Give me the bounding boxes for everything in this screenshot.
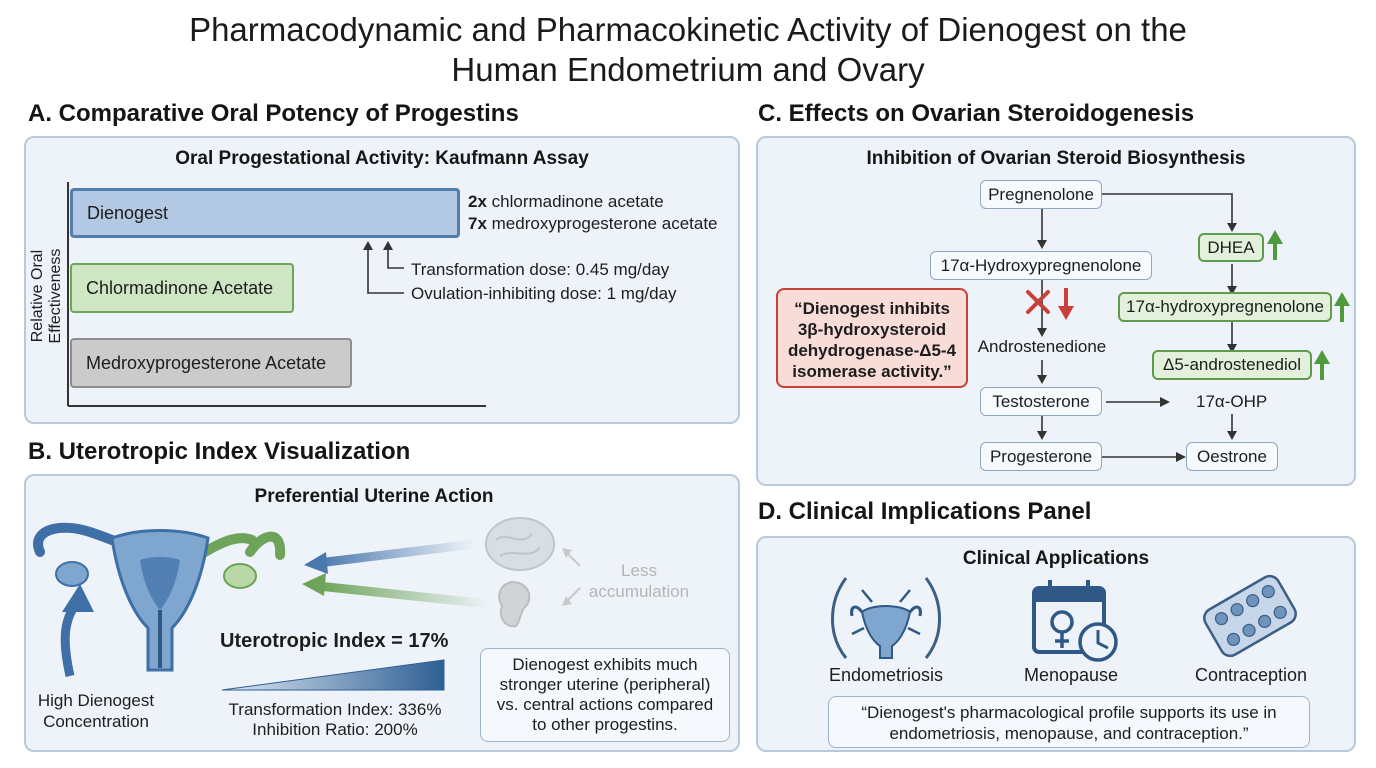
clinical-item-contraception: Contraception [1194,665,1308,685]
transformation-dose-arrowhead [383,241,393,250]
inhibition-ratio: Inhibition Ratio: 200% [252,720,418,739]
pill-pack-icon [1203,574,1297,658]
comparison-medroxyprogesterone: 7x medroxyprogesterone acetate [468,214,718,234]
section-c-heading: C. Effects on Ovarian Steroidogenesis [758,100,1195,127]
inhibition-quote-box: “Dienogest inhibits 3β-hydroxysteroid de… [776,288,968,388]
bar-dienogest: Dienogest [70,188,460,238]
uterotropic-ramp [221,659,445,691]
section-a-heading: A. Comparative Oral Potency of Progestin… [28,100,519,127]
bar-chlormadinone: Chlormadinone Acetate [70,263,294,313]
note-line3: vs. central actions compared [496,695,714,714]
note-line2: stronger uterine (peripheral) [499,675,711,694]
clinical-summary-box: “Dienogest's pharmacological profile sup… [828,696,1310,748]
clinical-item-endometriosis: Endometriosis [828,665,944,685]
high-line1: High Dienogest [37,691,155,710]
node-hydroxypregnenolone: 17α-Hydroxypregnenolone [930,251,1152,280]
node-oestrone: Oestrone [1186,442,1278,471]
high-concentration-text: High Dienogest Concentration [28,690,164,732]
comparison2-text: medroxyprogesterone acetate [486,214,718,233]
less-line1: Less [621,561,657,580]
transformation-dose: Transformation dose: 0.45 mg/day [411,260,670,279]
node-ohp: 17α-OHP [1196,392,1268,411]
comparison1-factor: 2x [468,192,487,211]
summary-line1: “Dienogest's pharmacological profile sup… [861,703,1277,722]
node-androstenedione: Androstenedione [977,337,1107,356]
quote-line4: isomerase activity.” [792,362,952,381]
high-concentration-arrowhead [62,584,94,612]
main-title: Pharmacodynamic and Pharmacokinetic Acti… [0,10,1376,90]
inhibition-x-icon [1026,290,1050,314]
brain-icon [485,517,555,571]
comparison2-factor: 7x [468,214,487,233]
increase-arrow-hydroxypregnenolone-icon [1334,292,1350,322]
pituitary-arrow [317,581,491,609]
index-values: Transformation Index: 336% Inhibition Ra… [212,700,458,740]
main-title-line2: Human Endometrium and Ovary [451,51,925,88]
bar-dienogest-label: Dienogest [87,202,169,223]
ovulation-dose-pointer [367,244,404,294]
quote-line1: “Dienogest inhibits [794,299,950,318]
panel-b-title: Preferential Uterine Action [254,486,494,507]
node-progesterone: Progesterone [980,442,1102,471]
less-accumulation-text: Less accumulation [584,560,694,602]
less-line2: accumulation [588,582,690,601]
node-testosterone: Testosterone [980,387,1102,416]
note-line4: to other progestins. [532,715,678,734]
high-line2: Concentration [43,712,149,731]
bar-medroxyprogesterone: Medroxyprogesterone Acetate [70,338,352,388]
bar-chlormadinone-label: Chlormadinone Acetate [86,277,274,298]
note-line1: Dienogest exhibits much [512,655,698,674]
node-dhea: DHEA [1198,233,1264,262]
brain-arrow [317,539,476,568]
transformation-dose-pointer [387,244,404,269]
main-title-line1: Pharmacodynamic and Pharmacokinetic Acti… [189,11,1187,48]
pituitary-arrowhead [302,573,326,596]
uterus-icon [831,577,941,659]
panel-c-title: Inhibition of Ovarian Steroid Biosynthes… [866,148,1246,169]
panel-d-title: Clinical Applications [962,548,1150,569]
node-hydroxypregnenolone-green: 17α-hydroxypregnenolone [1118,292,1332,322]
quote-line2: 3β-hydroxysteroid [797,320,947,339]
uterotropic-index: Uterotropic Index = 17% [220,630,449,652]
ovulation-dose: Ovulation-inhibiting dose: 1 mg/day [411,284,677,303]
increase-arrow-dhea-icon [1267,230,1283,260]
ovulation-dose-arrowhead [363,241,373,250]
uterus-icon [33,522,286,672]
quote-line3: dehydrogenase-Δ5-4 [787,341,957,360]
clinical-item-menopause: Menopause [1023,665,1119,685]
decrease-arrow-icon [1058,288,1074,320]
node-androstenediol: Δ5-androstenediol [1152,350,1312,380]
summary-line2: endometriosis, menopause, and contracept… [889,724,1249,743]
transformation-index: Transformation Index: 336% [228,700,442,719]
comparison1-text: chlormadinone acetate [486,192,664,211]
increase-arrow-androstenediol-icon [1314,350,1330,380]
panel-a-title: Oral Progestational Activity: Kaufmann A… [175,148,589,169]
node-pregnenolone: Pregnenolone [980,180,1102,209]
section-b-heading: B. Uterotropic Index Visualization [28,438,411,465]
uterine-action-note: Dienogest exhibits much stronger uterine… [480,648,730,742]
calendar-clock-icon [1032,580,1118,662]
comparison-chlormadinone: 2x chlormadinone acetate [468,192,664,212]
pituitary-icon [498,580,531,628]
brain-arrowhead [304,552,328,574]
section-d-heading: D. Clinical Implications Panel [758,498,1092,525]
bar-medroxyprogesterone-label: Medroxyprogesterone Acetate [86,352,327,373]
